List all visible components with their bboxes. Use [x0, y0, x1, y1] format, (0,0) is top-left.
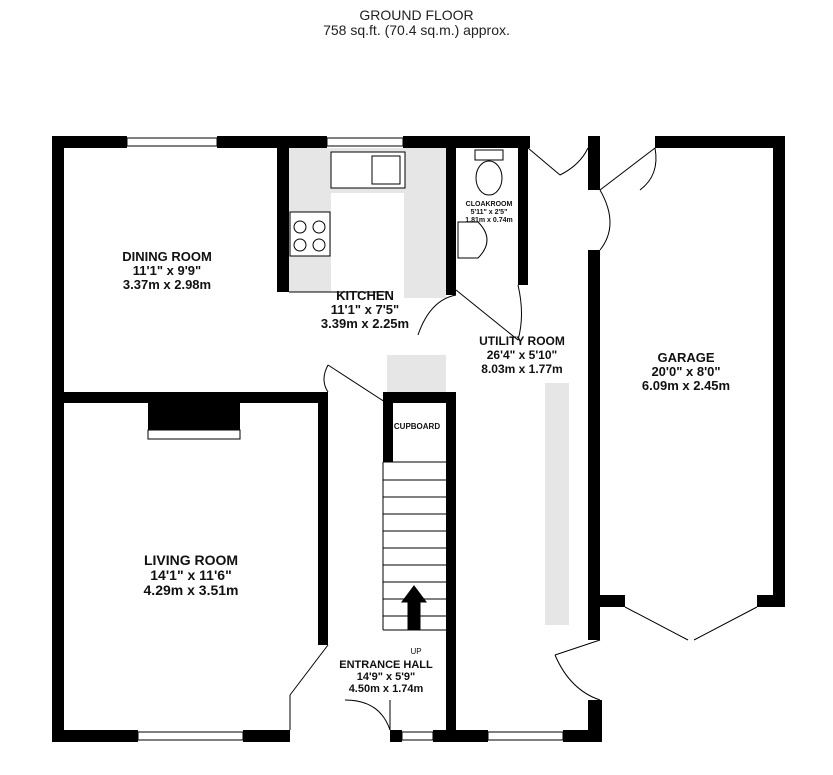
- walls: [52, 136, 785, 742]
- stairs-up-arrow-icon: [401, 585, 427, 631]
- stairs-up-label: UP: [410, 647, 422, 656]
- utility-worktop: [387, 355, 446, 392]
- floor-area: 758 sq.ft. (70.4 sq.m.) approx.: [323, 22, 510, 38]
- toilet-cistern: [474, 149, 504, 161]
- stairs: [382, 461, 446, 631]
- basin-icon: [457, 221, 488, 259]
- sanitary: [289, 149, 504, 259]
- fixtures: [289, 148, 569, 625]
- doors: [289, 147, 758, 731]
- windows: [126, 137, 564, 741]
- utility-worktop-long: [545, 383, 569, 625]
- cupboard-label: CUPBOARD: [393, 422, 441, 431]
- kitchen-counter-right: [404, 148, 446, 298]
- floor-title: GROUND FLOOR: [359, 7, 474, 23]
- toilet-bowl-icon: [475, 160, 503, 196]
